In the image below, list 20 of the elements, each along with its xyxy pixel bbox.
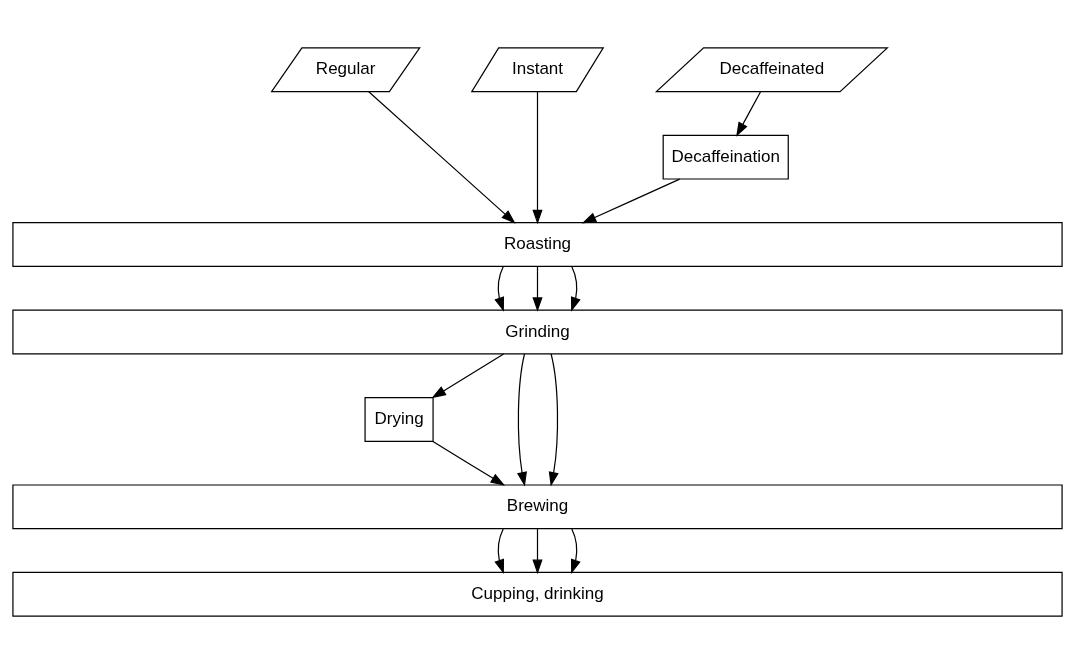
arrow: [532, 91, 543, 225]
arrow: [570, 528, 581, 575]
arrow: [431, 353, 505, 399]
arrow: [532, 528, 543, 575]
arrow: [432, 440, 506, 486]
node-box: Cupping, drinking: [12, 571, 1063, 617]
arrow: [532, 266, 543, 312]
arrow: [494, 266, 505, 312]
arrow: [494, 528, 505, 575]
arrow: [570, 266, 581, 312]
node-box: Brewing: [12, 484, 1063, 530]
node-box: Roasting: [12, 222, 1063, 268]
node-box: Decaffeination: [662, 134, 789, 180]
arrow: [517, 353, 527, 487]
arrow: [548, 353, 559, 487]
arrow: [736, 91, 762, 137]
arrow: [368, 91, 516, 224]
arrow: [581, 178, 681, 224]
node-box: Grinding: [12, 309, 1063, 355]
node-box: Drying: [364, 396, 434, 442]
